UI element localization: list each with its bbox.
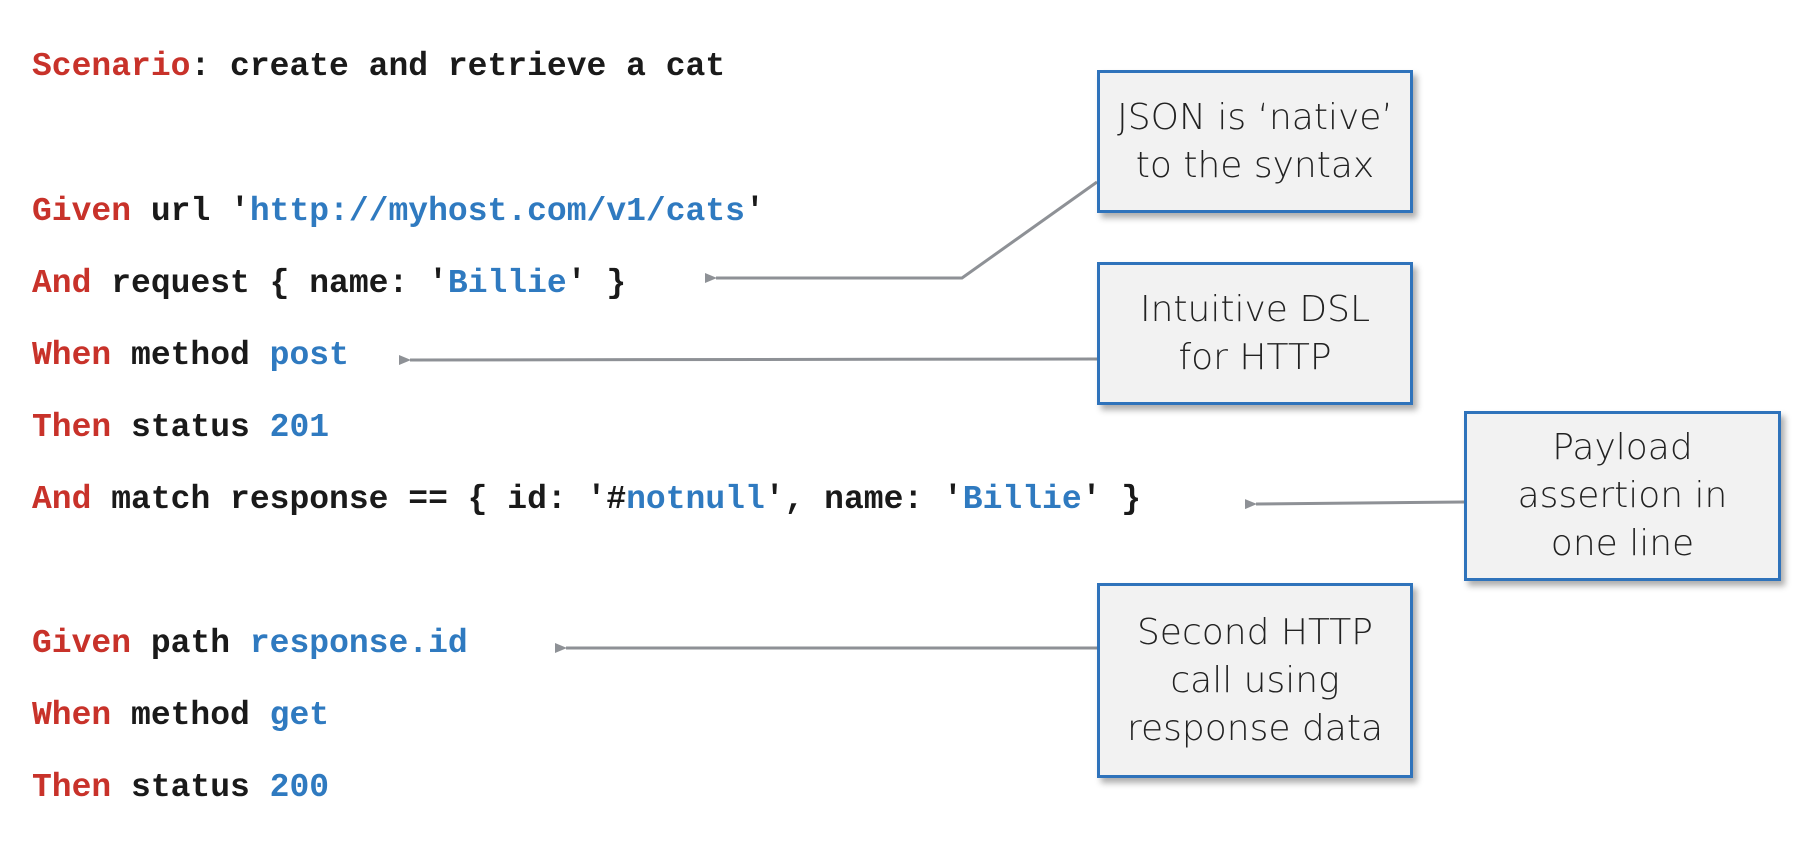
code-token-val: post <box>269 337 349 374</box>
code-line-and-request: And request { name: 'Billie' } <box>32 262 626 306</box>
code-token-kw: Then <box>32 769 112 806</box>
code-token-kw: When <box>32 337 112 374</box>
code-line-then-status-201: Then status 201 <box>32 406 329 450</box>
callout-json-native: JSON is ‘native’ to the syntax <box>1097 70 1413 213</box>
code-token-kw: And <box>32 265 92 302</box>
code-token-val: http://myhost.com/v1/cats <box>249 193 745 230</box>
code-token-kw: And <box>32 481 92 518</box>
code-line-and-match: And match response == { id: '#notnull', … <box>32 478 1141 522</box>
code-token-kw: Given <box>32 193 132 230</box>
code-token-txt: status <box>111 409 270 446</box>
code-token-txt: ' <box>744 193 765 230</box>
code-line-when-get: When method get <box>32 694 329 738</box>
code-token-val: notnull <box>626 481 765 518</box>
code-token-val: Billie <box>962 481 1082 518</box>
code-token-val: get <box>269 697 330 734</box>
code-token-txt: ' } <box>1081 481 1142 518</box>
connector-intuitive-dsl <box>398 355 1098 366</box>
code-token-kw: When <box>32 697 112 734</box>
code-token-val: Billie <box>447 265 567 302</box>
connector-payload-assertion <box>1244 499 1465 510</box>
code-token-kw: Given <box>32 625 132 662</box>
code-token-txt: ', name: ' <box>764 481 963 518</box>
code-line-when-post: When method post <box>32 334 349 378</box>
code-token-txt: : create and retrieve a cat <box>190 48 726 85</box>
callout-payload-assertion: Payload assertion in one line <box>1464 411 1781 581</box>
code-token-val: 201 <box>269 409 330 446</box>
code-token-txt: ' } <box>566 265 627 302</box>
code-line-given-path: Given path response.id <box>32 622 468 666</box>
code-token-txt: match response == { id: ' <box>91 481 607 518</box>
callout-intuitive-dsl: Intuitive DSL for HTTP <box>1097 262 1413 405</box>
code-token-txt: url ' <box>131 193 250 230</box>
code-token-txt: method <box>111 697 270 734</box>
connector-json-native <box>705 180 1098 283</box>
code-token-txt: request { name: ' <box>91 265 448 302</box>
code-line-then-status-200: Then status 200 <box>32 766 329 810</box>
code-token-txt: method <box>111 337 270 374</box>
callout-second-call: Second HTTP call using response data <box>1097 583 1413 778</box>
code-token-val: response.id <box>249 625 468 662</box>
code-token-txt: path <box>131 625 250 662</box>
code-line-scenario: Scenario: create and retrieve a cat <box>32 45 725 89</box>
code-token-val: 200 <box>269 769 330 806</box>
code-token-txt: status <box>111 769 270 806</box>
code-token-txt: # <box>606 481 627 518</box>
code-token-kw: Then <box>32 409 112 446</box>
code-token-kw: Scenario <box>32 48 191 85</box>
code-line-given-url: Given url 'http://myhost.com/v1/cats' <box>32 190 765 234</box>
